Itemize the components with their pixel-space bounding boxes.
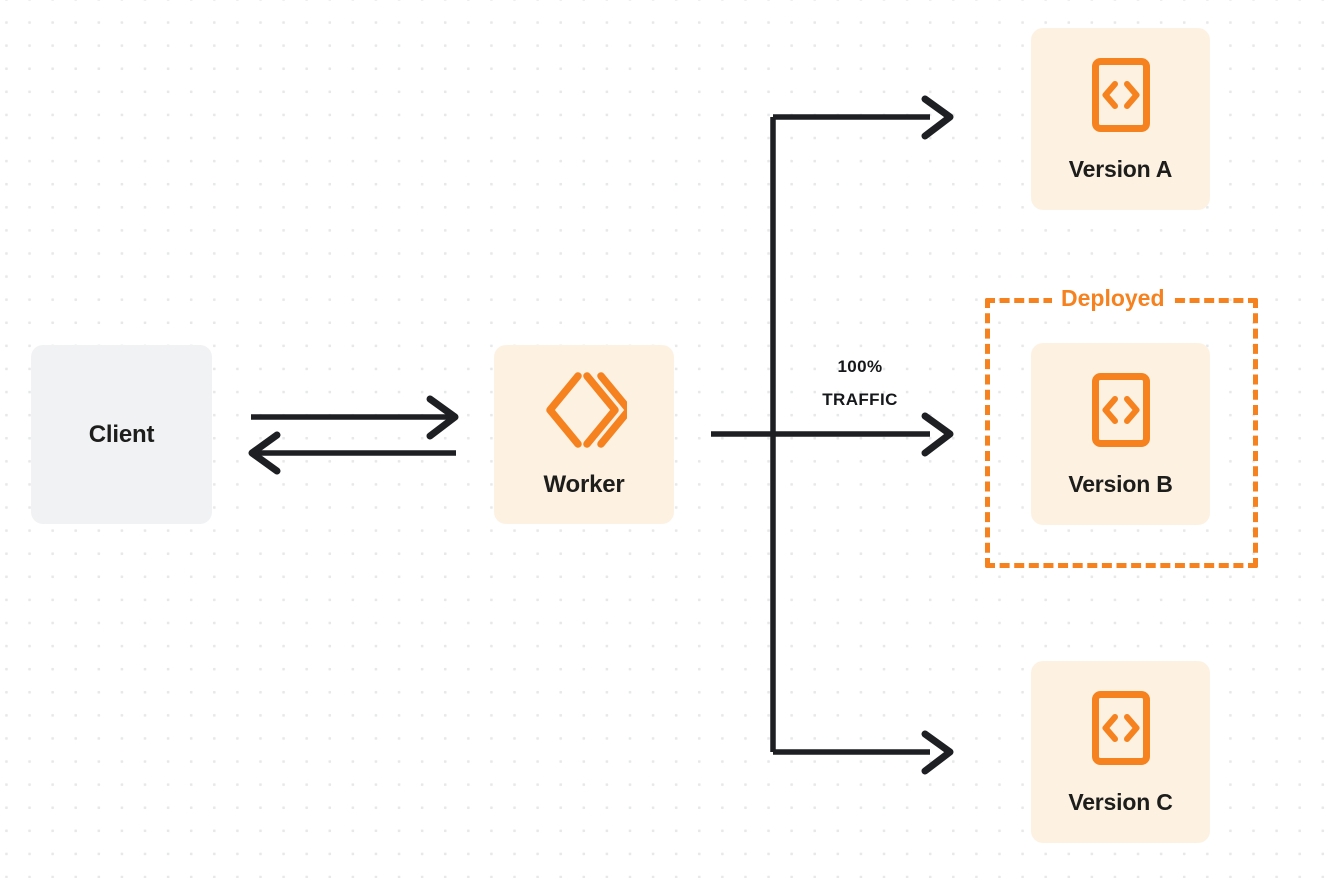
traffic-percent: 100%: [837, 357, 883, 376]
deployed-group-label: Deployed: [1052, 284, 1174, 312]
code-document-icon: [1090, 56, 1152, 139]
edge-worker-trunk: [711, 114, 930, 755]
edge-arrow-to-version-a: [921, 95, 954, 140]
edge-client-to-worker: [251, 395, 459, 440]
version-a-node[interactable]: Version A: [1031, 28, 1210, 210]
edge-arrow-to-version-b: [921, 412, 954, 457]
worker-node[interactable]: Worker: [494, 345, 674, 524]
client-label: Client: [88, 420, 155, 448]
cloudflare-workers-logo-icon: [541, 370, 633, 455]
code-document-icon: [1090, 689, 1152, 772]
edge-arrow-to-version-c: [921, 730, 954, 775]
edge-worker-to-client: [248, 431, 456, 475]
version-c-node[interactable]: Version C: [1031, 661, 1210, 843]
version-c-label: Version C: [1068, 788, 1173, 815]
version-a-label: Version A: [1068, 155, 1173, 182]
client-node[interactable]: Client: [31, 345, 212, 524]
version-b-label: Version B: [1068, 470, 1173, 497]
code-document-icon: [1090, 371, 1152, 454]
worker-label: Worker: [543, 471, 625, 498]
traffic-label: 100% TRAFFIC: [795, 350, 925, 416]
traffic-unit: TRAFFIC: [822, 390, 898, 409]
version-b-node[interactable]: Version B: [1031, 343, 1210, 525]
